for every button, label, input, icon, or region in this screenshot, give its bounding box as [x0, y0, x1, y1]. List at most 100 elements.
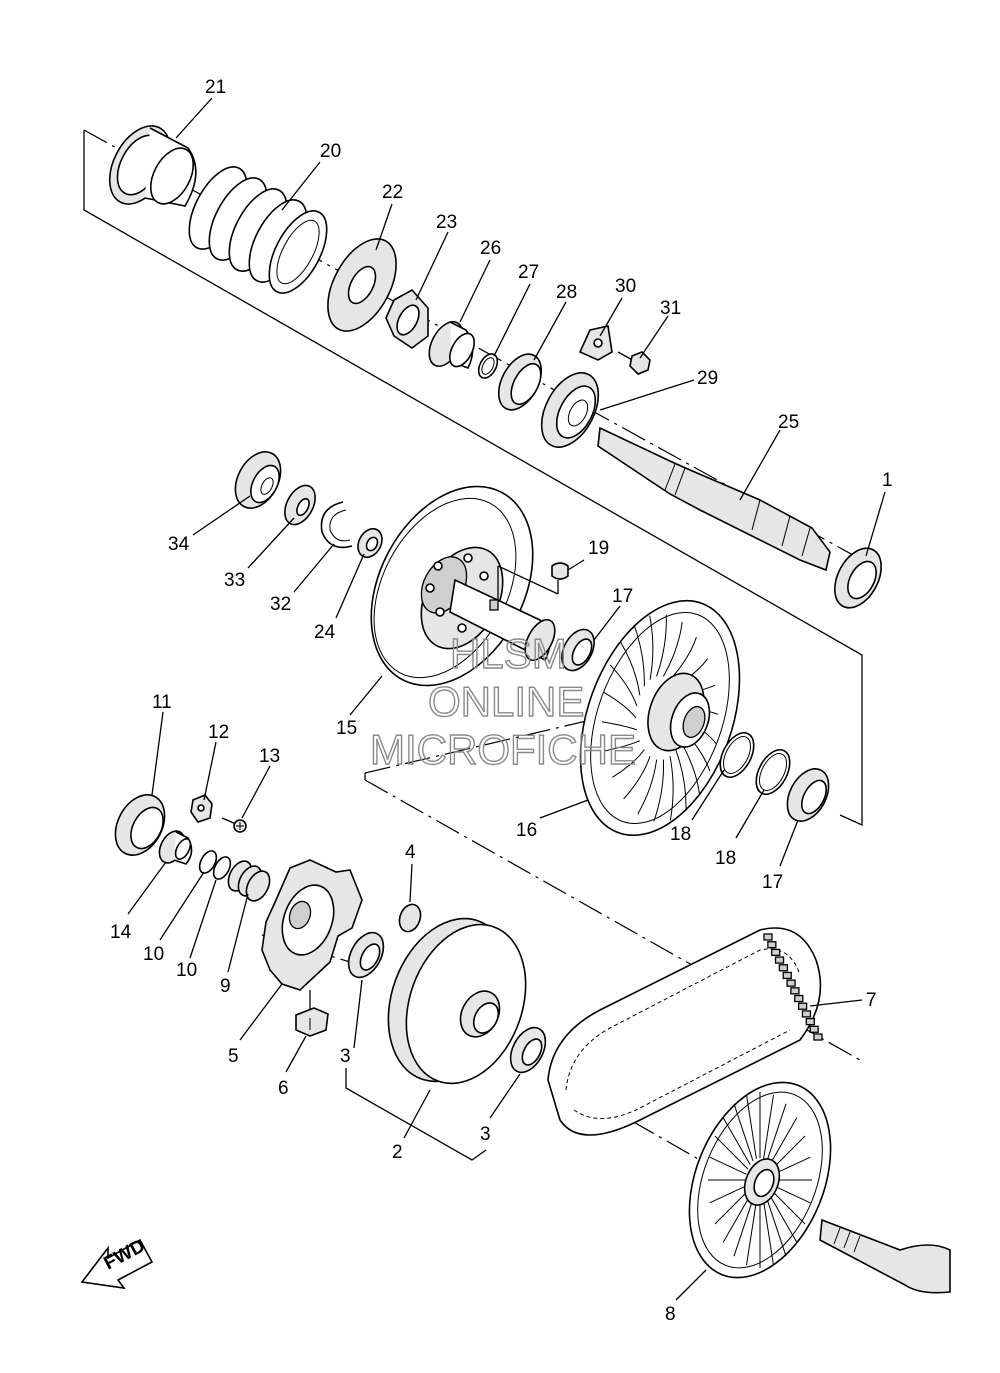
- part-18-o-ring-a: [719, 732, 755, 778]
- part-24-collar: [357, 527, 383, 559]
- sheave-spoke: [769, 1117, 798, 1165]
- callout-21: 21: [205, 77, 226, 98]
- sheave-spoke: [771, 1135, 806, 1170]
- part-4-weight: [398, 903, 422, 933]
- fan-blade: [623, 756, 651, 800]
- callout-31: 31: [660, 298, 681, 319]
- belt-tooth: [774, 956, 785, 964]
- part-31-bolt: [617, 351, 651, 375]
- callout-4: 4: [405, 842, 416, 863]
- fan-blade: [662, 621, 683, 677]
- sheave-spoke: [709, 1185, 747, 1204]
- sheave-spoke: [722, 1117, 751, 1165]
- belt-tooth: [809, 1025, 819, 1033]
- watermark-line-1: HLSM: [450, 630, 567, 677]
- part-16-sliding-sheave: [579, 599, 741, 837]
- belt-tooth: [805, 1017, 815, 1026]
- part-21-sleeve: [108, 125, 197, 207]
- callout-18-a: 18: [670, 824, 691, 845]
- callout-15: 15: [336, 718, 357, 739]
- part-7-v-belt: [547, 927, 823, 1136]
- callout-26: 26: [480, 238, 501, 259]
- fan-blade: [633, 624, 645, 687]
- callout-17-upper: 17: [612, 586, 633, 607]
- sheave-spoke: [771, 1190, 806, 1225]
- part-10-o-ring-a: [198, 850, 218, 874]
- part-9-spring-cap: [227, 860, 271, 902]
- callout-30: 30: [615, 276, 636, 297]
- callout-18-b: 18: [715, 848, 736, 869]
- part-5-cam: [261, 859, 363, 991]
- callout-11: 11: [152, 692, 172, 713]
- part-10-o-ring-b: [212, 856, 232, 880]
- callout-27: 27: [518, 262, 539, 283]
- belt-tooth: [813, 1033, 823, 1041]
- fan-blade: [603, 691, 637, 719]
- sheave-spoke: [763, 1094, 774, 1159]
- callout-20: 20: [320, 141, 341, 162]
- callout-17-lower: 17: [762, 872, 783, 893]
- belt-tooth: [763, 933, 773, 941]
- callout-1: 1: [882, 470, 893, 491]
- callout-33: 33: [224, 570, 245, 591]
- fan-blade: [649, 615, 654, 680]
- part-18-o-ring-b: [755, 749, 791, 795]
- sheave-spoke: [746, 1201, 757, 1266]
- fan-blade: [637, 759, 658, 815]
- part-19-pin: [551, 562, 569, 580]
- callout-22: 22: [382, 182, 403, 203]
- part-25-shaft: [597, 426, 831, 572]
- sheave-spoke: [733, 1198, 754, 1257]
- callout-2: 2: [392, 1142, 403, 1163]
- fwd-arrow-icon: FWD: [80, 1236, 154, 1290]
- part-6-slider: [295, 1007, 329, 1037]
- callout-3-a: 3: [340, 1046, 351, 1067]
- callout-19: 19: [588, 538, 609, 559]
- callout-labels: 21 20 22 23 26 27 28 30 31 29 25 1 34 33…: [110, 77, 893, 1325]
- belt-tooth: [797, 1002, 808, 1010]
- part-1-bearing: [834, 547, 882, 609]
- sheave-spoke: [773, 1185, 811, 1204]
- belt-tooth: [786, 979, 796, 987]
- fan-blade: [601, 721, 638, 731]
- part-33-spacer: [284, 484, 316, 526]
- part-2-primary-sheave: [387, 917, 527, 1085]
- callout-24: 24: [314, 622, 336, 643]
- part-30-lock-plate: [578, 325, 613, 361]
- callout-28: 28: [556, 282, 577, 303]
- leader-lines: [127, 97, 886, 1301]
- sheave-spoke: [709, 1156, 747, 1175]
- sheave-spoke: [722, 1195, 751, 1243]
- callout-10-b: 10: [176, 960, 197, 981]
- watermark-line-3: MICROFICHE: [370, 726, 636, 773]
- part-29-bearing: [540, 372, 600, 448]
- belt-tooth: [782, 971, 792, 980]
- watermark: HLSM ONLINE MICROFICHE: [369, 629, 636, 773]
- callout-3-b: 3: [480, 1124, 491, 1145]
- belt-tooth: [801, 1010, 812, 1018]
- part-8-secondary-sheave: [688, 1081, 951, 1294]
- fan-blade: [609, 664, 638, 707]
- callout-8: 8: [665, 1304, 676, 1325]
- part-34-bearing: [234, 451, 282, 509]
- fan-blade: [669, 756, 674, 821]
- callout-10-a: 10: [143, 944, 164, 965]
- belt-tooth: [790, 987, 800, 995]
- belt-tooth: [778, 964, 789, 972]
- part-32-circlip: [320, 501, 353, 549]
- callout-12: 12: [208, 722, 229, 743]
- callout-25: 25: [778, 412, 799, 433]
- sheave-spoke: [763, 1201, 774, 1266]
- part-20-spring: [188, 166, 328, 294]
- callout-6: 6: [278, 1078, 289, 1099]
- watermark-line-2: ONLINE: [428, 678, 584, 725]
- part-22-washer: [327, 238, 397, 332]
- sheave-spoke: [733, 1103, 754, 1162]
- callout-32: 32: [270, 594, 291, 615]
- sheave-spoke: [769, 1195, 798, 1243]
- part-12-washer: [190, 794, 213, 823]
- callout-5: 5: [228, 1046, 239, 1067]
- part-27-o-ring: [477, 353, 499, 379]
- fan-blade: [656, 614, 667, 677]
